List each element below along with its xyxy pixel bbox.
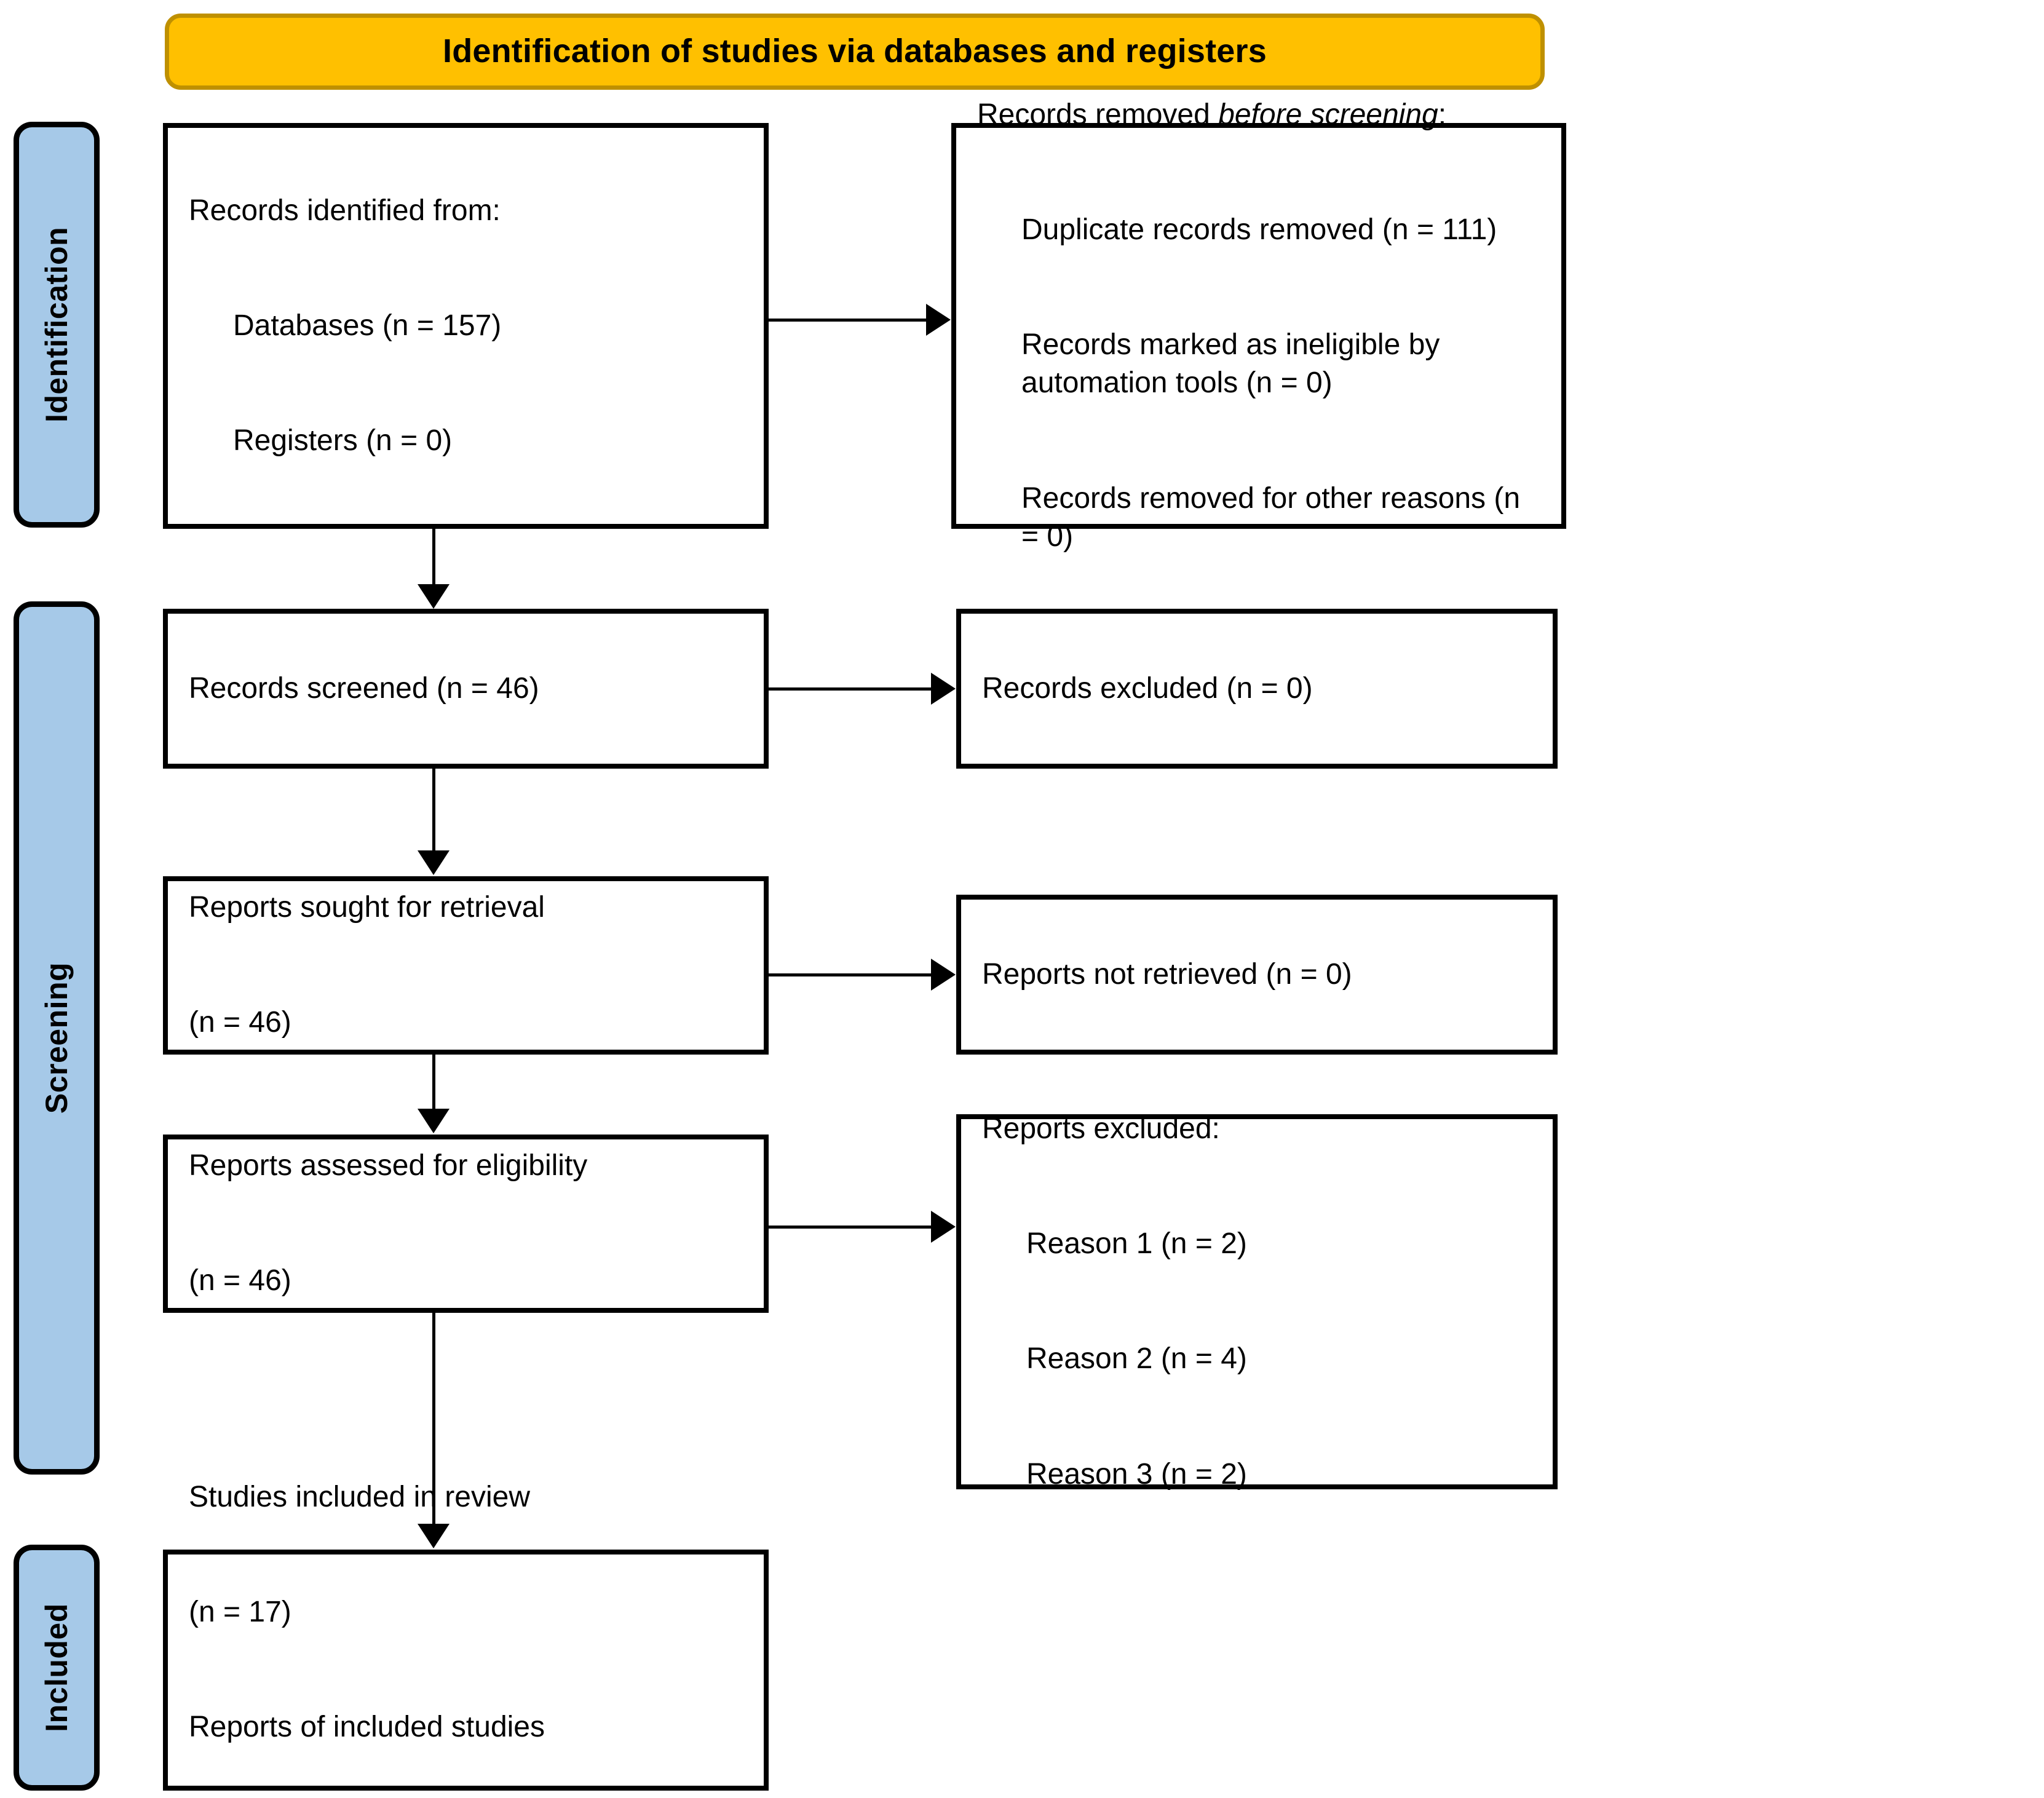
node-records-excluded: Records excluded (n = 0) [956, 609, 1558, 769]
diagram-title: Identification of studies via databases … [443, 33, 1267, 70]
connector-identified-to-removed-arrowhead [926, 304, 951, 336]
reports-of-included-studies-text: Reports of included studies [189, 1711, 545, 1744]
diagram-header-banner: Identification of studies via databases … [165, 14, 1545, 90]
connector-identified-to-screened-arrowhead [418, 584, 450, 609]
records-removed-automation: Records marked as ineligible by automati… [1021, 328, 1448, 400]
reports-not-retrieved-text: Reports not retrieved (n = 0) [982, 957, 1352, 991]
node-records-identified: Records identified from: Databases (n = … [163, 123, 769, 529]
connector-screened-to-excluded-arrowhead [931, 673, 956, 705]
connector-sought-to-assessed-line [432, 1055, 435, 1110]
connector-assessed-to-reports-excluded-line [769, 1226, 932, 1229]
reports-assessed-text: Reports assessed for eligibility [189, 1149, 588, 1182]
studies-included-count: (n = 17) [189, 1596, 291, 1629]
node-reports-assessed-body: Reports assessed for eligibility (n = 46… [168, 1070, 764, 1377]
reports-sought-count: (n = 46) [189, 1006, 291, 1039]
records-screened-text: Records screened (n = 46) [189, 671, 539, 705]
node-studies-included-body: Studies included in review (n = 17) Repo… [168, 1401, 764, 1798]
node-records-removed-before-screening: Records removed before screening: Duplic… [951, 98, 1566, 553]
reports-excluded-heading: Reports excluded: [982, 1112, 1220, 1146]
node-records-excluded-body: Records excluded (n = 0) [961, 593, 1553, 785]
stage-label-screening: Screening [14, 601, 100, 1475]
studies-included-text: Studies included in review [189, 1481, 530, 1514]
connector-identified-to-screened-line [432, 529, 435, 585]
reports-assessed-count: (n = 46) [189, 1264, 291, 1297]
stage-label-included-text: Included [39, 1603, 74, 1732]
connector-assessed-to-reports-excluded-arrowhead [931, 1211, 956, 1243]
connector-screened-to-sought-line [432, 769, 435, 852]
connector-assessed-to-included-arrowhead [418, 1524, 450, 1548]
reports-excluded-reason-1: Reason 1 (n = 2) [1026, 1227, 1247, 1261]
node-records-identified-body: Records identified from: Databases (n = … [168, 115, 764, 537]
node-reports-not-retrieved-body: Reports not retrieved (n = 0) [961, 879, 1553, 1071]
connector-identified-to-removed-line [769, 319, 927, 322]
node-studies-included: Studies included in review (n = 17) Repo… [163, 1481, 769, 1791]
records-removed-heading-prefix: Records removed [977, 98, 1219, 131]
stage-label-included: Included [14, 1545, 100, 1791]
records-removed-heading: Records removed before screening: [977, 96, 1540, 134]
node-reports-sought-body: Reports sought for retrieval (n = 46) [168, 812, 764, 1119]
stage-label-screening-text: Screening [39, 962, 74, 1114]
records-removed-heading-italic: before screening [1218, 98, 1438, 131]
reports-sought-text: Reports sought for retrieval [189, 891, 545, 924]
connector-sought-to-not-retrieved-line [769, 973, 932, 976]
reports-excluded-reason-2: Reason 2 (n = 4) [1026, 1342, 1247, 1376]
connector-screened-to-sought-arrowhead [418, 850, 450, 875]
connector-screened-to-excluded-line [769, 687, 932, 691]
records-excluded-text: Records excluded (n = 0) [982, 671, 1313, 705]
records-removed-duplicates: Duplicate records removed (n = 111) [1021, 213, 1497, 246]
records-identified-databases: Databases (n = 157) [233, 309, 502, 342]
node-records-screened: Records screened (n = 46) [163, 609, 769, 769]
stage-label-identification-text: Identification [39, 226, 74, 423]
records-identified-registers: Registers (n = 0) [233, 424, 453, 457]
stage-label-identification: Identification [14, 122, 100, 528]
connector-sought-to-assessed-arrowhead [418, 1109, 450, 1133]
node-reports-excluded-body: Reports excluded: Reason 1 (n = 2) Reaso… [961, 1033, 1553, 1570]
node-reports-not-retrieved: Reports not retrieved (n = 0) [956, 895, 1558, 1055]
reports-excluded-reason-3: Reason 3 (n = 2) [1026, 1457, 1247, 1491]
node-records-screened-body: Records screened (n = 46) [168, 593, 764, 785]
node-reports-sought-for-retrieval: Reports sought for retrieval (n = 46) [163, 876, 769, 1055]
records-identified-heading: Records identified from: [189, 194, 501, 227]
node-records-removed-body: Records removed before screening: Duplic… [956, 19, 1561, 633]
records-removed-other: Records removed for other reasons (n = 0… [1021, 481, 1529, 553]
node-reports-excluded: Reports excluded: Reason 1 (n = 2) Reaso… [956, 1112, 1558, 1491]
node-reports-assessed-for-eligibility: Reports assessed for eligibility (n = 46… [163, 1135, 769, 1313]
connector-sought-to-not-retrieved-arrowhead [931, 959, 956, 991]
connector-assessed-to-included-line [432, 1313, 435, 1525]
records-removed-heading-suffix: : [1438, 98, 1447, 131]
